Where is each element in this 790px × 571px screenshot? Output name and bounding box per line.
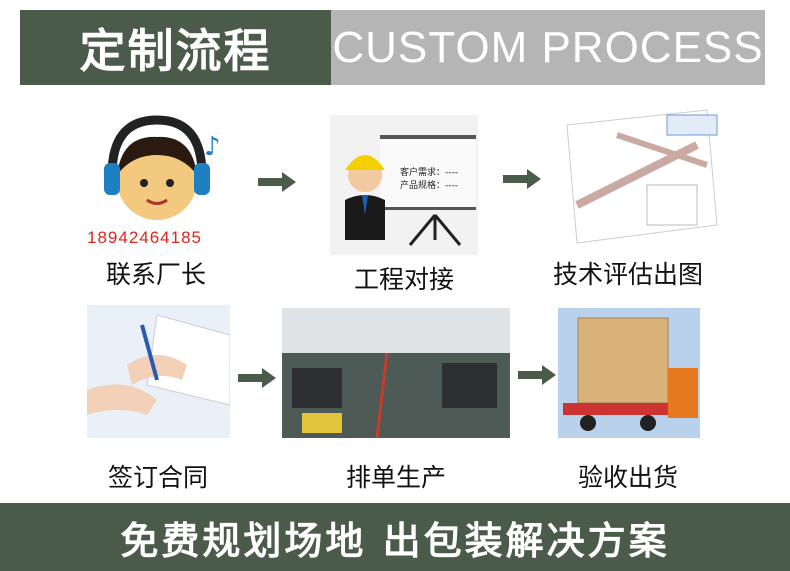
board-line-2: 产品规格：---- (400, 181, 458, 191)
title-cn: 定制流程 (20, 10, 331, 85)
title-en: CUSTOM PROCESS (331, 10, 765, 85)
drawing-image (557, 105, 720, 245)
step-label-shipping: 验收出货 (577, 463, 678, 492)
shipping-image (558, 308, 700, 438)
svg-text:♪: ♪ (204, 132, 221, 162)
step-label-contract: 签订合同 (107, 463, 208, 492)
engineer-icon (345, 155, 462, 246)
production-image (282, 308, 510, 438)
step-label-engineering: 工程对接 (353, 265, 454, 294)
contract-image (87, 305, 230, 438)
arrow-right-icon (503, 169, 541, 189)
phone-number: 18942464185 (87, 228, 203, 245)
crate-truck-icon (563, 317, 698, 431)
arrow-right-icon (238, 368, 276, 388)
headset-person-icon: ♪ (104, 115, 221, 220)
step-label-contact: 联系厂长 (105, 260, 206, 289)
board-line-1: 客户需求：---- (400, 168, 458, 178)
signing-contract-icon (87, 314, 230, 415)
arrow-right-icon (518, 365, 556, 385)
factory-layout-icon (566, 109, 718, 244)
step-label-production: 排单生产 (345, 463, 446, 492)
arrow-right-icon (258, 172, 296, 192)
factory-floor-icon (282, 308, 510, 438)
contact-image: ♪ 18942464185 (82, 105, 230, 245)
footer-banner: 免费规划场地 出包装解决方案 (0, 503, 790, 571)
step-label-drawing: 技术评估出图 (552, 260, 703, 289)
engineering-image: 客户需求：---- 产品规格：---- (330, 115, 478, 255)
